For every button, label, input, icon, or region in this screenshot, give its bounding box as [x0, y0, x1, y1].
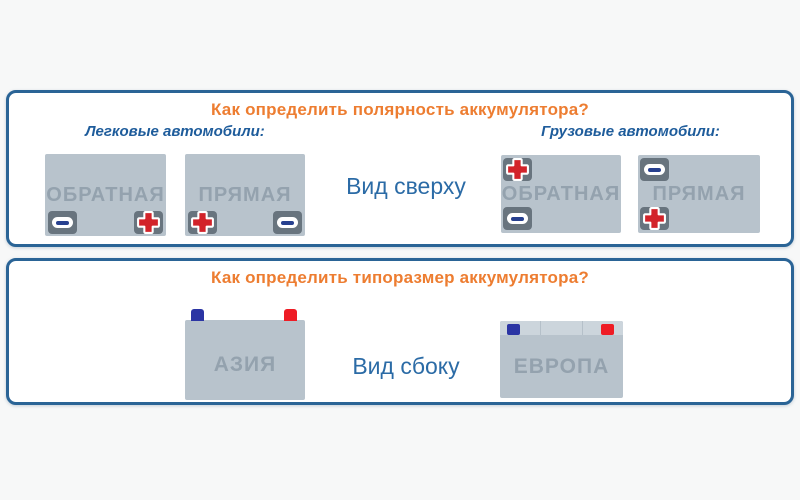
terminal-pad — [503, 158, 532, 181]
battery-label: ОБРАТНАЯ — [46, 183, 165, 206]
terminal-pad — [273, 211, 302, 234]
terminal-pad — [188, 211, 217, 234]
size-panel: Как определить типоразмер аккумулятора? … — [6, 258, 794, 405]
positive-post-icon — [284, 309, 297, 321]
plus-icon — [506, 158, 529, 181]
minus-icon — [52, 217, 73, 228]
negative-post-icon — [191, 309, 204, 321]
battery-asia: АЗИЯ — [185, 309, 305, 400]
battery-label: ПРЯМАЯ — [652, 182, 746, 205]
battery-label: ОБРАТНАЯ — [501, 182, 621, 205]
battery-truck-reverse: ОБРАТНАЯ — [501, 155, 621, 233]
terminal-pad — [134, 211, 163, 234]
plus-icon — [191, 211, 214, 234]
terminal-pad — [640, 207, 669, 230]
negative-post-icon — [507, 324, 520, 335]
battery-car-reverse: ОБРАТНАЯ — [45, 154, 166, 236]
side-view-label: Вид сбоку — [352, 353, 460, 379]
top-view-label: Вид сверху — [346, 173, 466, 199]
battery-label: ПРЯМАЯ — [198, 183, 292, 206]
minus-icon — [507, 213, 528, 224]
terminal-pad — [48, 211, 77, 234]
polarity-panel-title: Как определить полярность аккумулятора? — [211, 100, 589, 119]
minus-icon — [277, 217, 298, 228]
battery-car-direct: ПРЯМАЯ — [185, 154, 305, 236]
battery-label: ЕВРОПА — [513, 354, 610, 378]
battery-europe: ЕВРОПА — [500, 321, 623, 398]
positive-post-icon — [601, 324, 614, 335]
battery-label: АЗИЯ — [213, 353, 277, 376]
trucks-group-label: Грузовые автомобили: — [541, 123, 720, 140]
cars-group-label: Легковые автомобили: — [85, 123, 265, 140]
size-panel-title: Как определить типоразмер аккумулятора? — [211, 268, 589, 287]
plus-icon — [643, 207, 666, 230]
battery-truck-direct: ПРЯМАЯ — [638, 155, 760, 233]
recessed-top-strip — [500, 321, 623, 335]
minus-icon — [644, 164, 665, 175]
terminal-pad — [503, 207, 532, 230]
terminal-pad — [640, 158, 669, 181]
polarity-panel: Как определить полярность аккумулятора? … — [6, 90, 794, 247]
plus-icon — [137, 211, 160, 234]
